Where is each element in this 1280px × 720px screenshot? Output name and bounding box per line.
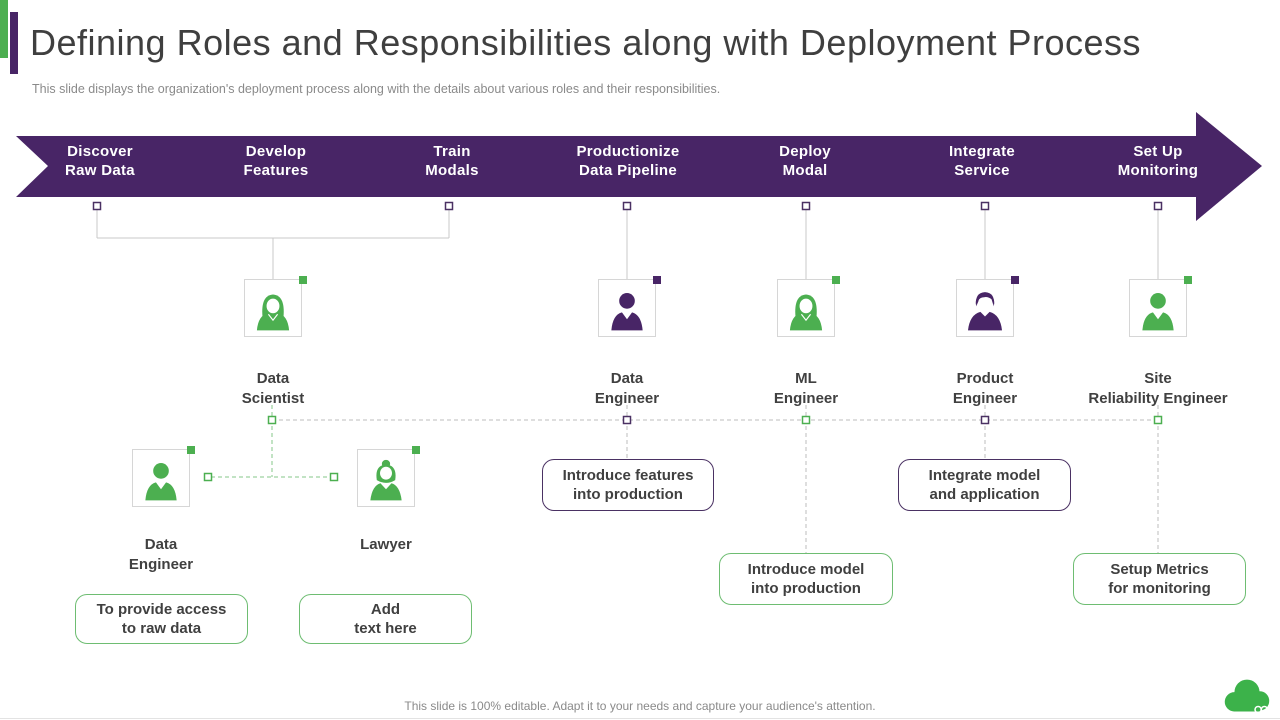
stage-train-modals[interactable]: Train Modals (425, 143, 479, 179)
page-title: Defining Roles and Responsibilities alon… (30, 22, 1142, 63)
role-icon-box-product-engineer[interactable] (956, 276, 1019, 337)
role-icon-box-site-reliability-engineer[interactable] (1129, 276, 1192, 337)
page-subtitle: This slide displays the organization's d… (32, 82, 721, 96)
corner-marker (412, 446, 420, 454)
stage-develop-features[interactable]: Develop Features (243, 143, 309, 179)
stage-productionize-data-pipeline[interactable]: Productionize Data Pipeline (576, 143, 680, 179)
role-icon-box-ml-engineer[interactable] (777, 276, 840, 337)
person-male-icon (138, 458, 184, 504)
stage-deploy-modal[interactable]: Deploy Modal (779, 143, 831, 179)
person-female-icon (250, 288, 296, 334)
person-male-icon (604, 288, 650, 334)
corner-marker (653, 276, 661, 284)
role-icon-box-data-engineer-secondary[interactable] (132, 446, 195, 507)
callout-integrate-model[interactable]: Integrate model and application (898, 459, 1071, 511)
callout-introduce-model[interactable]: Introduce model into production (719, 553, 893, 605)
callout-add-text-here[interactable]: Add text here (299, 594, 472, 644)
role-label-ml-engineer: ML Engineer (773, 370, 839, 407)
stage-integrate-service[interactable]: Integrate Service (948, 143, 1016, 179)
callout-introduce-features[interactable]: Introduce features into production (542, 459, 714, 511)
stage-set-up-monitoring[interactable]: Set Up Monitoring (1117, 143, 1199, 179)
callout-setup-metrics[interactable]: Setup Metrics for monitoring (1073, 553, 1246, 605)
role-icon-box-data-engineer[interactable] (598, 276, 661, 337)
bottom-divider (0, 718, 1280, 719)
corner-marker (832, 276, 840, 284)
role-label-data-engineer: Data Engineer (594, 370, 660, 407)
stage-discover-raw-data[interactable]: Discover Raw Data (65, 143, 135, 179)
corner-marker (1011, 276, 1019, 284)
role-label-data-engineer-secondary: Data Engineer (128, 536, 194, 573)
role-label-site-reliability-engineer: Site Reliability Engineer (1088, 370, 1228, 407)
role-label-lawyer: Lawyer (360, 536, 412, 553)
corner-marker (1184, 276, 1192, 284)
role-icon-box-lawyer[interactable] (357, 446, 420, 507)
role-label-product-engineer: Product Engineer (952, 370, 1018, 407)
accent-bar-purple (10, 12, 18, 74)
corner-marker (187, 446, 195, 454)
cloud-logo-icon (1224, 679, 1270, 714)
corner-marker (299, 276, 307, 284)
role-label-data-scientist: Data Scientist (241, 370, 305, 407)
person-male-icon (1135, 288, 1181, 334)
person-male-hair-icon (962, 288, 1008, 334)
person-female-icon (783, 288, 829, 334)
callout-provide-access[interactable]: To provide access to raw data (75, 594, 248, 644)
footer-note: This slide is 100% editable. Adapt it to… (404, 699, 876, 713)
accent-bar-green (0, 0, 8, 58)
role-icon-box-data-scientist[interactable] (244, 276, 307, 337)
person-female-bun-icon (363, 458, 409, 504)
